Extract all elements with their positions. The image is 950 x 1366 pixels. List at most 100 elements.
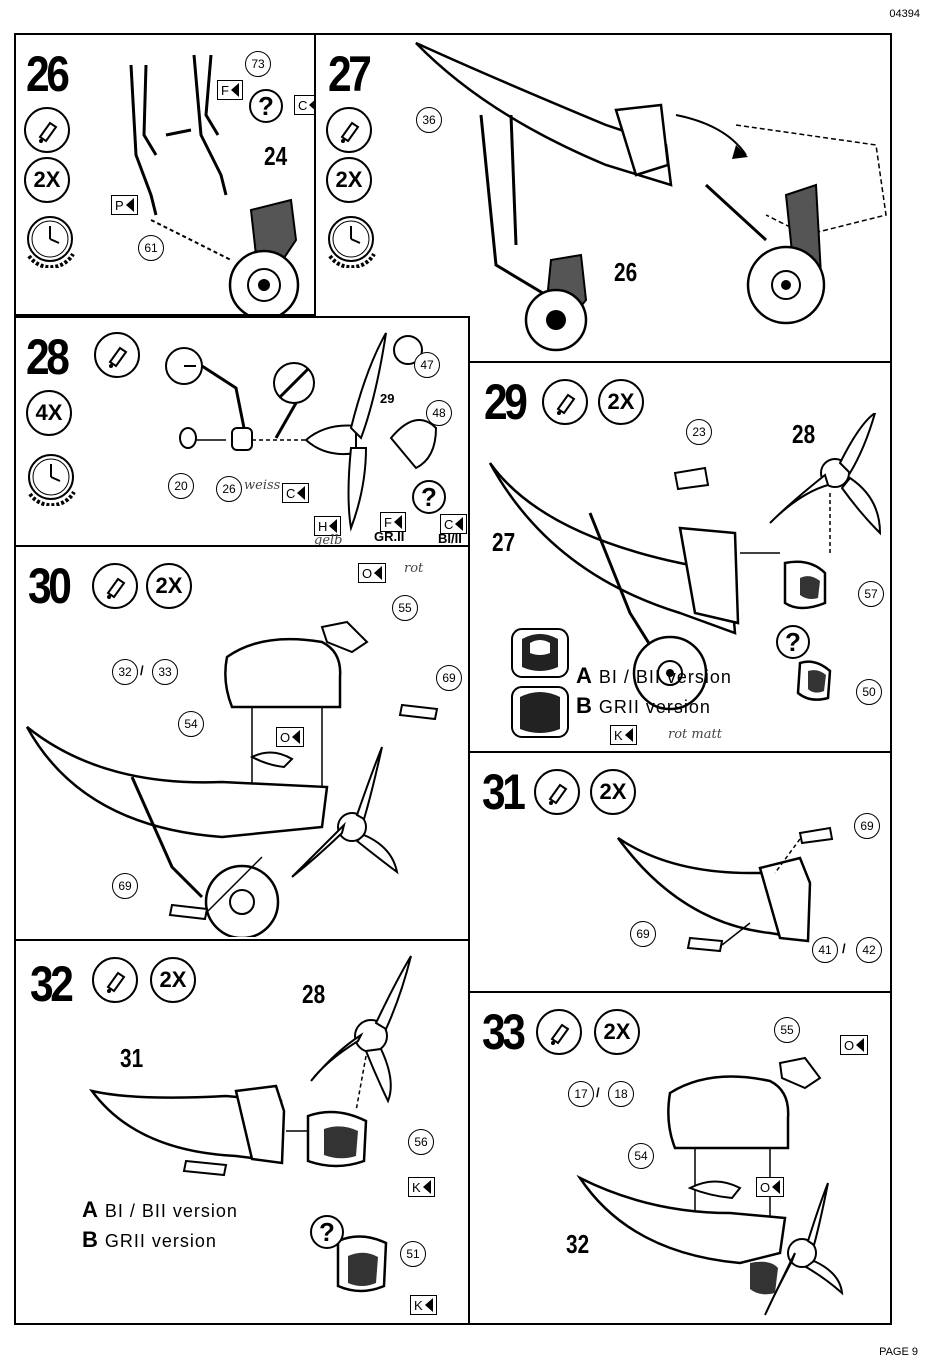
question-mark-icon: ? [310,1215,344,1249]
glue-icon [534,769,580,815]
drying-clock-icon [328,216,376,268]
landing-gear-drawing [129,54,300,314]
color-o-tag: O [276,727,305,747]
glue-icon [94,332,140,378]
step-number: 27 [328,46,372,102]
part-41-callout: 41 [812,937,838,963]
part-24-label: 24 [264,141,288,171]
question-mark-icon: ? [249,89,283,123]
part-54-callout: 54 [178,711,204,737]
part-17-callout: 17 [568,1081,594,1107]
color-f-tag: F [380,512,406,532]
part-31-label: 31 [120,1043,144,1073]
color-o-tag: O [358,563,387,583]
part-51-callout: 51 [400,1241,426,1267]
color-k-tag: K [610,725,637,745]
part-42-callout: 42 [856,937,882,963]
quantity-badge: 4X [26,390,72,436]
question-mark-icon: ? [776,625,810,659]
version-text: GRII version [598,697,711,717]
color-o-tag: O [756,1177,785,1197]
version-letter: B [82,1227,99,1252]
quantity-badge: 2X [598,379,644,425]
part-69-callout: 69 [436,665,462,691]
question-mark-icon: ? [412,480,446,514]
part-18-callout: 18 [608,1081,634,1107]
drying-clock-icon [28,454,76,506]
glue-icon [542,379,588,425]
version-text: GRII version [104,1231,217,1251]
part-69-callout: 69 [854,813,880,839]
glue-icon [326,107,372,153]
color-c-tag: C [282,483,310,503]
color-o-tag: O [840,1035,869,1055]
part-26-callout: 26 [216,476,242,502]
part-48-callout: 48 [426,400,452,426]
fuselage-half-drawing [616,826,834,953]
quantity-badge: 2X [24,157,70,203]
part-56-callout: 56 [408,1129,434,1155]
step-number: 30 [28,558,72,614]
quantity-badge: 2X [146,563,192,609]
color-h-tag: H [314,516,342,536]
color-c-tag: C [294,95,314,115]
glue-icon [92,957,138,1003]
part-61-callout: 61 [138,235,164,261]
propeller-drawing [165,332,438,532]
part-33-callout: 33 [152,659,178,685]
step-number: 29 [484,374,528,430]
step-26-panel: 26 2X 73 F ? C 24 P 61 [14,33,316,316]
version-text: BI / BII version [598,667,732,687]
quantity-badge: 2X [594,1009,640,1055]
color-c-tag: C [440,514,468,534]
part-57-callout: 57 [858,581,884,607]
quantity-badge: 2X [326,157,372,203]
part-32-label: 32 [566,1229,590,1259]
version-letter: A [576,663,593,688]
slash-separator: / [596,1085,600,1100]
handwritten-note: rot matt [668,727,722,742]
quantity-badge: 2X [590,769,636,815]
part-28-label: 28 [302,979,326,1009]
fuselage-cowling-drawing [25,620,439,937]
step-27-panel: 27 2X 36 26 [314,33,892,363]
part-50-callout: 50 [856,679,882,705]
part-29-label: 29 [380,391,395,406]
grii-label: GR.II [374,529,405,544]
step-28-panel: 28 4X 47 29 48 20 26 weiss C ? H gelb F … [14,316,470,547]
part-47-callout: 47 [414,352,440,378]
color-f-tag: F [217,80,243,100]
part-54-callout: 54 [628,1143,654,1169]
nose-option-a-icon [511,628,569,678]
slash-separator: / [842,941,846,956]
bi-bii-label: BI/II [438,531,462,546]
color-p-tag: P [111,195,138,215]
part-69-callout: 69 [112,873,138,899]
part-20-callout: 20 [168,473,194,499]
glue-icon [92,563,138,609]
part-36-callout: 36 [416,107,442,133]
part-73-callout: 73 [245,51,271,77]
page-number: PAGE 9 [879,1346,918,1358]
part-32-callout: 32 [112,659,138,685]
color-k-tag: K [408,1177,435,1197]
version-letter: B [576,693,593,718]
fuselage-nose-drawing [89,955,412,1293]
color-k-tag: K [410,1295,437,1315]
step-30-panel: 30 2X O rot 55 32 / 33 69 54 O 69 [14,545,470,941]
part-23-callout: 23 [686,419,712,445]
step-number: 28 [26,329,70,385]
step-number: 33 [482,1004,526,1060]
step-number: 32 [30,956,74,1012]
fuselage-cowling-drawing [576,1056,844,1316]
fuselage-gear-drawing [415,41,887,352]
step-number: 26 [26,46,70,102]
part-26-label: 26 [614,257,638,287]
drying-clock-icon [27,216,75,268]
